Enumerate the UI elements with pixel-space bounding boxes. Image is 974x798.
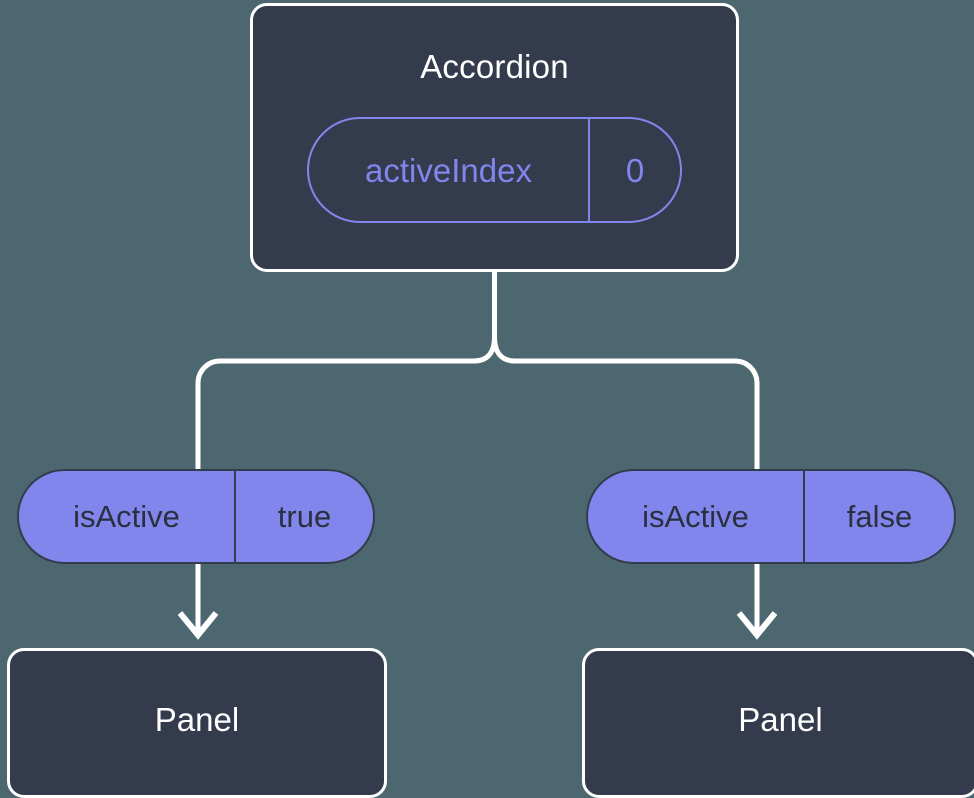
prop-pill-is-active-false[interactable]: isActive false [586, 469, 956, 564]
node-panel-left[interactable]: Panel [7, 648, 387, 798]
connector-branch-left [195, 358, 474, 470]
state-pill-value: 0 [625, 151, 645, 189]
prop-pill-key: isActive [588, 471, 805, 562]
state-pill-active-index[interactable]: activeIndex 0 [307, 117, 682, 223]
connector-cusp-right [492, 336, 516, 364]
state-pill-key: activeIndex [309, 119, 590, 221]
prop-pill-value: false [846, 499, 913, 534]
connector-branch-right [515, 358, 760, 470]
panel-left-title: Panel [154, 700, 240, 738]
panel-right-title: Panel [738, 700, 823, 738]
node-panel-right[interactable]: Panel [582, 648, 974, 798]
accordion-title: Accordion [420, 48, 569, 85]
diagram-canvas: Accordion activeIndex 0 isActive true Pa… [7, 3, 974, 798]
arrow-down-icon-left [177, 611, 219, 640]
prop-pill-is-active-true[interactable]: isActive true [17, 469, 375, 564]
connector-cusp-left [473, 336, 497, 364]
connector-lines [177, 272, 778, 640]
prop-pill-key: isActive [19, 471, 236, 562]
prop-pill-value: true [277, 499, 332, 534]
arrow-down-icon-right [736, 611, 778, 640]
